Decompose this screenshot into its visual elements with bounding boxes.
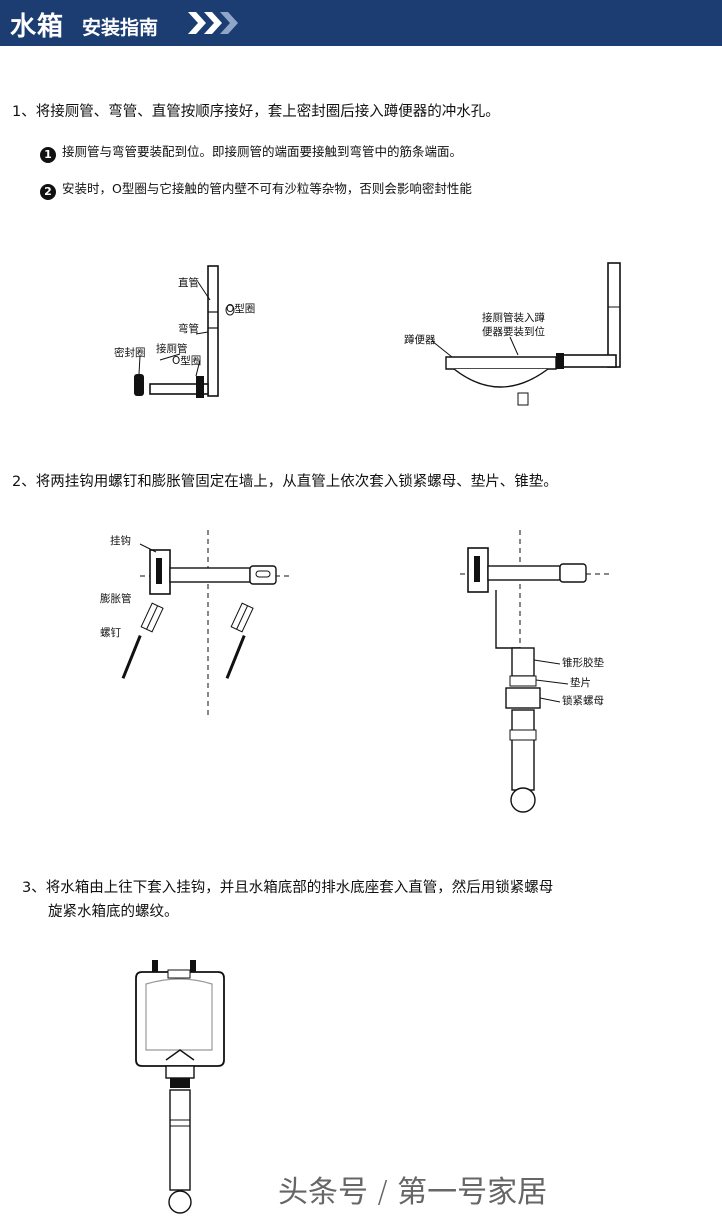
label-oring-bottom: O型圈 (172, 354, 201, 367)
header-subtitle: 安装指南 (82, 17, 159, 39)
note1-number-icon: 1 (40, 147, 56, 163)
label-zhiguan: 直管 (178, 276, 199, 289)
chevron-arrows-icon (188, 12, 238, 34)
label-jiecEguan: 接厕管 (156, 342, 188, 355)
label-wanguan: 弯管 (178, 322, 199, 335)
label-mifengquan: 密封圈 (114, 346, 146, 359)
step1-note2: 2 安装时，O型圈与它接触的管内壁不可有沙粒等杂物，否则会影响密封性能 (40, 178, 472, 200)
watermark: 头条号 / 第一号家居 (278, 1175, 548, 1210)
step2-text: 2、将两挂钩用螺钉和膨胀管固定在墙上，从直管上依次套入锁紧螺母、垫片、锥垫。 (12, 474, 558, 490)
squat-toilet-diagram: 接厕管装入蹲 便器要装到位 蹲便器 (404, 262, 621, 406)
step1-text: 1、将接厕管、弯管、直管按顺序接好，套上密封圈后接入蹲便器的冲水孔。 (12, 104, 500, 120)
header-title: 水箱 (10, 12, 65, 42)
pipe-fittings-diagram: 锥形胶垫 垫片 锁紧螺母 (460, 530, 610, 813)
label-zhuixing: 锥形胶垫 (562, 656, 604, 669)
step3-line1: 3、将水箱由上往下套入挂钩，并且水箱底部的排水底座套入直管，然后用锁紧螺母 (22, 880, 554, 896)
header-bar: 水箱 安装指南 (0, 0, 722, 46)
label-guagou: 挂钩 (110, 534, 131, 547)
label-note-line2: 便器要装到位 (482, 325, 545, 338)
step3-line2: 旋紧水箱底的螺纹。 (48, 904, 179, 920)
label-pengzhangguan: 膨胀管 (100, 592, 132, 605)
pipe-assembly-diagram: 直管 O型圈 弯管 接厕管 O型圈 密封圈 (114, 265, 255, 398)
label-dunbianqi: 蹲便器 (404, 333, 436, 346)
label-luoding: 螺钉 (100, 627, 121, 639)
label-suojin: 锁紧螺母 (562, 694, 604, 707)
label-note-line1: 接厕管装入蹲 (482, 311, 545, 324)
note1-text: 接厕管与弯管要装配到位。即接厕管的端面要接触到弯管中的筋条端面。 (62, 144, 463, 159)
note2-text: 安装时，O型圈与它接触的管内壁不可有沙粒等杂物，否则会影响密封性能 (62, 181, 472, 196)
hook-mounting-diagram: 挂钩 膨胀管 螺钉 (100, 530, 290, 715)
label-oring-top: O型圈 (226, 302, 255, 315)
step1-note1: 1 接厕管与弯管要装配到位。即接厕管的端面要接触到弯管中的筋条端面。 (40, 141, 462, 163)
note2-number-icon: 2 (40, 184, 56, 200)
water-tank-diagram (135, 960, 225, 1214)
label-dianpian: 垫片 (570, 676, 591, 689)
